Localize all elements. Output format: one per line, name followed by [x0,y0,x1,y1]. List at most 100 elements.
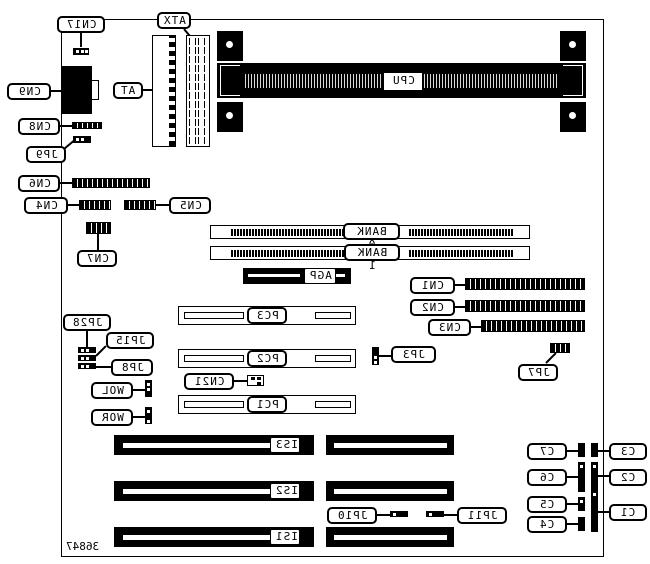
connector-cn17 [73,48,89,55]
label-at: AT [113,82,143,99]
connector-cn4 [79,200,111,210]
jumper-c7 [578,443,585,457]
dimm-bank1-pins-right [409,250,514,257]
leader-cn17 [80,33,82,47]
cpu-slot-clip-right [563,65,583,96]
leader-c6 [566,476,578,478]
label-c4: C4 [527,516,567,533]
jumper-jp7 [550,343,570,353]
cpu-mount-bottom-right [560,102,586,132]
connector-atx-power [186,35,210,147]
label-c5: C5 [527,496,567,513]
leader-cn21 [233,380,247,382]
cpu-slot-pins-right [424,74,559,88]
label-cn5: CN5 [169,197,211,214]
label-cn2: CN2 [410,299,455,316]
label-cn1: CN1 [410,277,455,294]
leader-jp11 [444,514,458,516]
connector-cn7 [86,222,111,234]
jumper-jp10 [390,511,408,517]
leader-cn7 [97,234,99,251]
leader-cn2 [454,306,466,308]
jumper-jp8 [78,363,96,369]
label-is3: IS3 [270,437,300,453]
part-number: 36847 [66,540,100,553]
leader-cn1 [454,284,466,286]
board-outline [61,19,604,557]
jumper-c2 [591,462,598,492]
label-wol: WOL [91,382,133,399]
connector-cn5 [124,200,156,210]
label-c7: C7 [527,443,567,460]
connector-cn2 [465,300,585,312]
label-jp9: JP9 [26,146,66,163]
dimm-bank0-pins-right [409,229,514,236]
label-agp: AGP [304,268,336,284]
dimm-bank1-pins-left [231,250,351,257]
label-cpu: CPU [384,73,422,90]
connector-cn1 [465,278,585,290]
label-wor: WOR [91,409,133,426]
leader-wol [132,389,146,391]
leader-c3 [598,450,610,452]
leader-at [142,89,152,91]
jumper-c4 [578,517,585,531]
connector-at-power [152,35,176,147]
leader-c2 [598,475,610,477]
cpu-mount-top-left [217,31,243,61]
leader-jp3 [379,355,393,357]
label-cn6: CN6 [18,175,60,192]
connector-cn3 [481,320,585,332]
label-jp11: JP11 [457,507,507,524]
jumper-jp11 [426,511,444,517]
cpu-slot-clip-left [220,65,240,96]
leader-jp8 [96,366,112,368]
leader-cn3 [470,326,482,328]
label-pc1: PC1 [247,396,287,413]
leader-c4 [566,523,578,525]
label-pc2: PC2 [247,350,287,367]
label-cn8: CN8 [18,118,60,135]
label-pc3: PC3 [247,307,287,324]
label-cn7: CN7 [77,250,117,267]
connector-cn9-pins [91,80,99,100]
label-jp15: JP15 [106,332,154,349]
dimm-bank0-pins-left [231,229,351,236]
label-c2: C2 [609,469,647,486]
connector-cn21 [247,375,264,386]
connector-cn8 [72,122,102,129]
label-cn17: CN17 [57,16,105,33]
cpu-mount-top-right [560,31,586,61]
leader-c1 [598,511,610,513]
label-jp7: JP7 [518,364,558,381]
leader-wor [132,416,146,418]
label-jp10: JP10 [327,507,377,524]
label-c3: C3 [609,443,647,460]
leader-cn6 [59,182,73,184]
jumper-c5 [578,497,585,511]
label-is1: IS1 [270,529,300,545]
label-is2: IS2 [270,483,300,499]
leader-cn5 [156,204,170,206]
label-cn9: CN9 [7,83,51,100]
leader-jp10 [376,514,390,516]
leader-c5 [566,503,578,505]
isa-slot-is2 [114,481,314,501]
isa-slot-is1 [114,527,314,547]
connector-cn6 [72,178,150,188]
jumper-c6 [578,462,585,492]
label-atx: ATX [157,12,191,29]
cpu-slot-pins-left [245,74,383,88]
leader-jp28 [86,331,88,347]
jumper-jp3 [372,347,379,365]
label-jp8: JP8 [111,359,153,376]
isa-slot-is1-ext [326,527,454,547]
label-cn21: CN21 [184,373,234,390]
leader-cn8 [59,125,73,127]
label-bank1: BANK 1 [344,244,400,272]
board-left-edge [61,19,62,557]
label-jp3: JP3 [391,346,436,363]
connector-cn9 [62,66,92,114]
connector-wol [145,380,152,397]
leader-cn4 [67,204,79,206]
